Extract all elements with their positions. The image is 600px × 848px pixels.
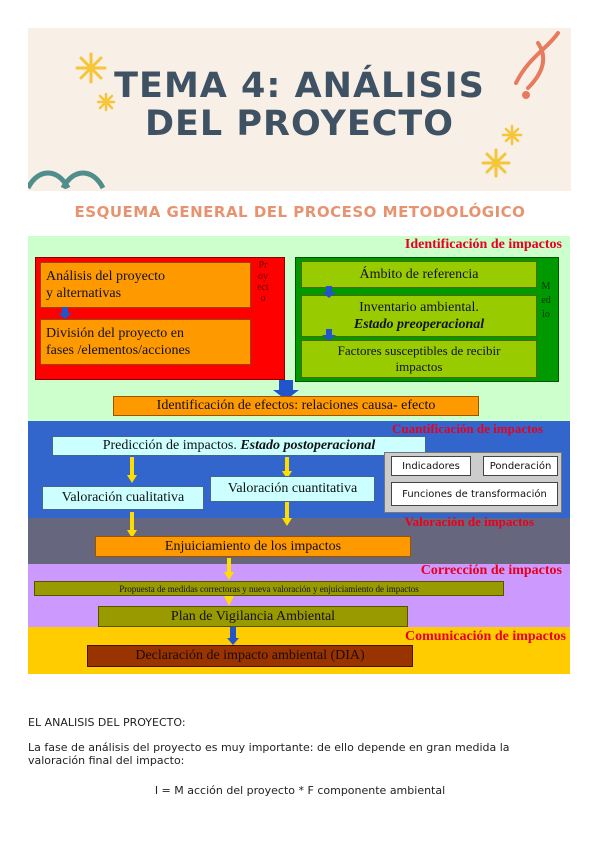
cualitativa-text: Valoración cualitativa bbox=[61, 490, 185, 505]
analisis-proyecto-text: Análisis del proyecto y alternativas bbox=[46, 269, 165, 301]
arc-decoration bbox=[60, 170, 106, 190]
ambito-box: Ámbito de referencia bbox=[301, 261, 537, 288]
indicadores-text: Indicadores bbox=[402, 460, 460, 472]
inventario-text: Inventario ambiental. bbox=[359, 300, 479, 315]
header-cuantificacion: Cuantificación de impactos bbox=[392, 421, 543, 436]
plan-text: Plan de Vigilancia Ambiental bbox=[170, 608, 336, 624]
propuesta-box: Propuesta de medidas correctoras y nueva… bbox=[34, 581, 504, 596]
enjuiciamiento-box: Enjuiciamiento de los impactos bbox=[95, 536, 411, 557]
methodology-diagram: Identificación de impactos Cuantificació… bbox=[28, 236, 570, 674]
star-icon bbox=[481, 148, 511, 178]
merge-arrow-icon bbox=[273, 380, 299, 400]
valoracion-cualitativa-box: Valoración cualitativa bbox=[42, 486, 204, 510]
down-arrow-icon bbox=[322, 286, 336, 298]
squiggle-decoration bbox=[514, 31, 560, 90]
division-proyecto-text: División del proyecto en fases /elemento… bbox=[46, 326, 191, 358]
cuantitativa-text: Valoración cuantitativa bbox=[227, 481, 358, 496]
plan-vigilancia-box: Plan de Vigilancia Ambiental bbox=[98, 606, 408, 627]
proyecto-vertical-label: Proyecto bbox=[257, 260, 269, 304]
analisis-proyecto-box: Análisis del proyecto y alternativas bbox=[40, 262, 251, 308]
star-icon bbox=[501, 124, 523, 146]
ponderacion-box: Ponderación bbox=[483, 456, 558, 476]
title-banner: TEMA 4: ANÁLISIS DEL PROYECTO bbox=[28, 28, 571, 191]
header-valoracion: Valoración de impactos bbox=[404, 514, 534, 529]
valoracion-cuantitativa-box: Valoración cuantitativa bbox=[210, 476, 375, 502]
ambito-text: Ámbito de referencia bbox=[359, 266, 479, 282]
division-proyecto-box: División del proyecto en fases /elemento… bbox=[40, 319, 251, 365]
enjuiciamiento-text: Enjuiciamiento de los impactos bbox=[164, 538, 342, 554]
down-arrow-icon bbox=[282, 457, 292, 479]
analysis-paragraph: La fase de análisis del proyecto es muy … bbox=[28, 741, 510, 767]
declaracion-text: Declaración de impacto ambiental (DIA) bbox=[135, 648, 365, 663]
star-icon bbox=[96, 92, 116, 112]
prediccion-box: Predicción de impactos. Estado postopera… bbox=[52, 436, 426, 456]
prediccion-text: Predicción de impactos. bbox=[102, 438, 241, 453]
down-arrow-icon bbox=[58, 307, 72, 319]
funciones-text: Funciones de transformación bbox=[402, 488, 547, 500]
down-arrow-icon bbox=[127, 457, 137, 483]
identificacion-efectos-box: Identificación de efectos: relaciones ca… bbox=[113, 396, 479, 416]
section-subtitle: ESQUEMA GENERAL DEL PROCESO METODOLÓGICO bbox=[74, 203, 526, 221]
header-correccion: Corrección de impactos bbox=[420, 563, 562, 578]
propuesta-text: Propuesta de medidas correctoras y nueva… bbox=[119, 583, 419, 594]
medio-vertical-label: Medio bbox=[541, 281, 551, 320]
inventario-box: Inventario ambiental. Estado preoperacio… bbox=[301, 295, 537, 337]
ponderacion-text: Ponderación bbox=[489, 460, 552, 472]
down-arrow-icon bbox=[322, 329, 336, 341]
dot-decoration bbox=[522, 91, 530, 99]
factores-box: Factores susceptibles de recibir impacto… bbox=[301, 340, 537, 378]
declaracion-box: Declaración de impacto ambiental (DIA) bbox=[87, 645, 413, 667]
impact-formula: I = M acción del proyecto * F componente… bbox=[154, 784, 446, 797]
funciones-box: Funciones de transformación bbox=[391, 482, 558, 506]
down-arrow-icon bbox=[227, 627, 239, 645]
star-icon bbox=[75, 52, 107, 84]
down-arrow-icon bbox=[282, 502, 292, 526]
header-identificacion: Identificación de impactos bbox=[404, 237, 562, 252]
header-comunicacion: Comunicación de impactos bbox=[405, 629, 566, 644]
estado-postoperacional-text: Estado postoperacional bbox=[240, 438, 376, 453]
page-title-line1: TEMA 4: ANÁLISIS bbox=[114, 66, 485, 106]
factores-text: Factores susceptibles de recibir impacto… bbox=[337, 343, 501, 374]
down-arrow-icon bbox=[127, 512, 137, 538]
estado-preoperacional-text: Estado preoperacional bbox=[353, 317, 485, 332]
page-title-line2: DEL PROYECTO bbox=[144, 104, 455, 144]
indicadores-box: Indicadores bbox=[391, 456, 471, 476]
down-arrow-icon bbox=[224, 558, 234, 580]
analysis-heading: EL ANALISIS DEL PROYECTO: bbox=[28, 716, 186, 729]
efectos-text: Identificación de efectos: relaciones ca… bbox=[156, 398, 436, 413]
down-arrow-icon bbox=[224, 596, 234, 606]
decorative-doodles bbox=[28, 31, 560, 190]
